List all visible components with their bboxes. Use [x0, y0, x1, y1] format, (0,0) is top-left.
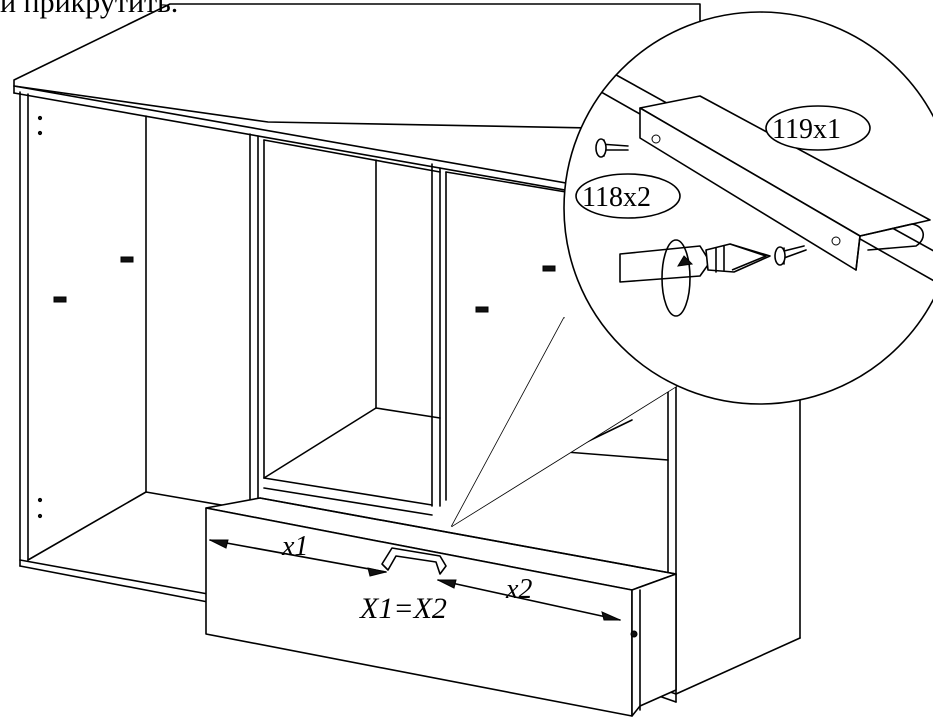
screw-icon	[53, 256, 556, 313]
dim-x2-label: x2	[505, 574, 532, 605]
part-118-badge	[575, 173, 681, 219]
drawer	[205, 497, 677, 717]
dimension-arrows	[209, 539, 621, 621]
screw-icon	[595, 138, 807, 266]
rotation-arrow-icon	[661, 239, 694, 317]
callout-leader	[451, 317, 681, 527]
part-119-label: 119x1	[772, 114, 841, 145]
instruction-text: и прикрутить.	[0, 0, 179, 19]
cabinet-left-side	[19, 91, 209, 603]
detail-callout-circle	[563, 11, 933, 405]
cabinet-partitions	[145, 133, 567, 516]
part-119-badge	[765, 105, 871, 151]
part-118-label: 118x2	[582, 182, 651, 213]
dim-x1-label: x1	[281, 531, 308, 562]
equation-label: X1=X2	[359, 592, 447, 625]
